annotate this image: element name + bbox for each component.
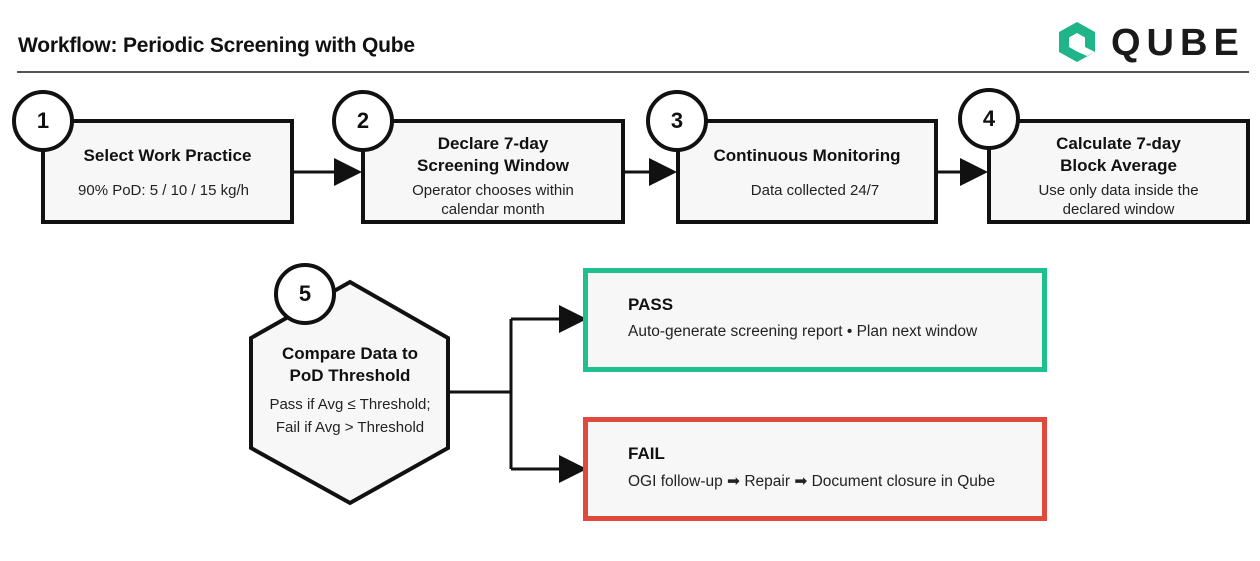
- pass-action: Auto-generate screening report • Plan ne…: [628, 323, 978, 340]
- step-4-number: 4: [958, 88, 1020, 150]
- step-3-title: Continuous Monitoring: [713, 146, 901, 165]
- step-2-title-line-2: Screening Window: [417, 156, 569, 175]
- fail-action: OGI follow-up ➡ Repair ➡ Document closur…: [628, 473, 996, 490]
- step-2-detail-line-2: calendar month: [441, 201, 545, 218]
- step-2-number: 2: [332, 90, 394, 152]
- decision-title-line-2: PoD Threshold: [289, 366, 411, 385]
- logo-wordmark: QUBE: [1111, 22, 1245, 64]
- fail-outcome-box: FAIL OGI follow-up ➡ Repair ➡ Document c…: [583, 417, 1047, 521]
- arrowhead-pass: [559, 305, 587, 333]
- title-divider: [17, 71, 1249, 73]
- step-2-box: Declare 7-day Screening Window Operator …: [361, 119, 625, 224]
- step-2-title-line-1: Declare 7-day: [437, 134, 549, 153]
- pass-title: PASS: [628, 295, 674, 314]
- decision-title-line-1: Compare Data to: [281, 344, 419, 363]
- step-3-number: 3: [646, 90, 708, 152]
- step-1-box: Select Work Practice 90% PoD: 5 / 10 / 1…: [41, 119, 294, 224]
- step-3-detail: Data collected 24/7: [750, 182, 880, 199]
- step-4-detail-line-1: Use only data inside the: [1038, 182, 1199, 199]
- step-4-box: Calculate 7-day Block Average Use only d…: [987, 119, 1250, 224]
- decision-text: Compare Data to PoD Threshold Pass if Av…: [251, 343, 449, 437]
- step-2-detail-line-1: Operator chooses within: [412, 182, 574, 199]
- decision-rule-line-1: Pass if Avg ≤ Threshold;: [269, 396, 431, 413]
- step-4-detail-line-2: declared window: [1062, 201, 1175, 218]
- step-4-title-line-2: Block Average: [1060, 156, 1177, 175]
- arrowhead-fail: [559, 455, 587, 483]
- fail-title: FAIL: [628, 444, 665, 463]
- step-5-number: 5: [274, 263, 336, 325]
- step-3-box: Continuous Monitoring Data collected 24/…: [676, 119, 938, 224]
- pass-outcome-box: PASS Auto-generate screening report • Pl…: [583, 268, 1047, 372]
- step-1-title: Select Work Practice: [83, 146, 252, 165]
- step-1-detail: 90% PoD: 5 / 10 / 15 kg/h: [78, 182, 249, 199]
- decision-hexagon: [249, 279, 450, 506]
- page-title: Workflow: Periodic Screening with Qube: [18, 34, 415, 57]
- qube-logo: QUBE: [1057, 20, 1247, 66]
- qube-logo-icon: [1059, 22, 1095, 62]
- decision-rule-line-2: Fail if Avg > Threshold: [275, 419, 425, 436]
- arrowhead-2-3: [649, 158, 677, 186]
- step-4-title-line-1: Calculate 7-day: [1056, 134, 1181, 153]
- arrowhead-1-2: [334, 158, 362, 186]
- step-1-number: 1: [12, 90, 74, 152]
- arrowhead-3-4: [960, 158, 988, 186]
